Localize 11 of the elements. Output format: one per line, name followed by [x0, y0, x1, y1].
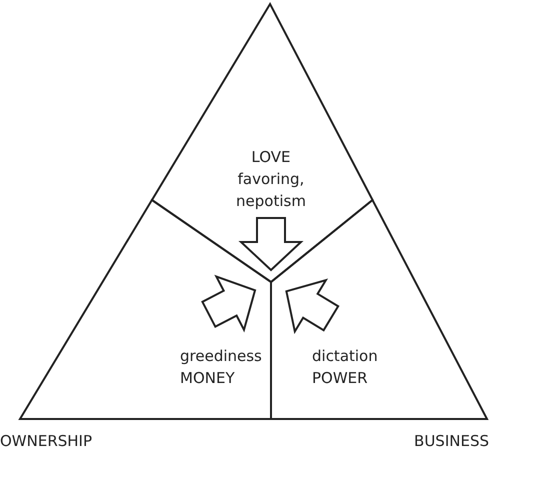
region-text: POWER: [312, 368, 369, 389]
corner-label: OWNERSHIP: [0, 432, 92, 450]
region-heading: dictation: [312, 346, 379, 367]
region-heading: greediness: [180, 346, 263, 367]
block-arrow: [285, 278, 340, 334]
block-arrow: [201, 274, 256, 333]
region-heading: LOVE: [250, 147, 292, 168]
region-text: MONEY: [180, 368, 236, 389]
region-text: favoring, nepotism: [235, 169, 307, 212]
block-arrow: [238, 217, 304, 272]
corner-label: BUSINESS: [414, 432, 489, 450]
